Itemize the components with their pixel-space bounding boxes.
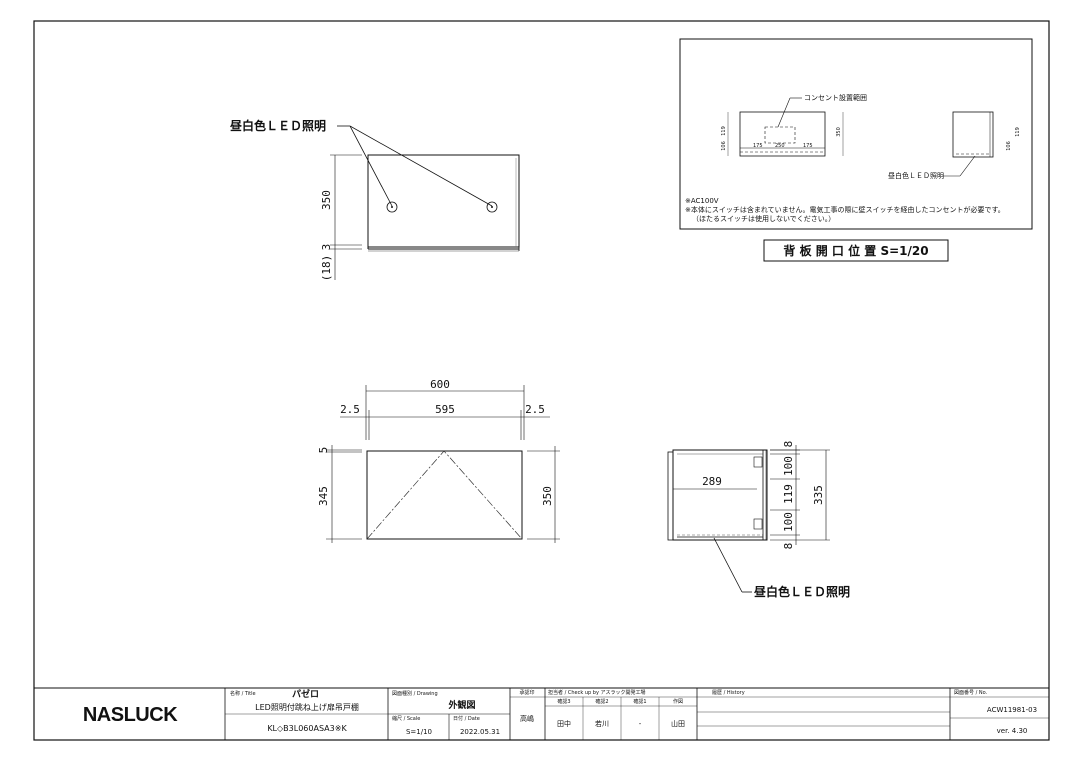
title-product: LED照明付跳ね上げ扉吊戸棚 [255,702,359,712]
elev-dim-left-margin: 2.5 [340,403,360,416]
inset-dim-right: 175 [803,143,813,149]
led-light-icon [386,201,398,213]
leader-line [713,537,743,593]
inset-dim-height-a: 106 [721,141,727,151]
inset-dim-side-a: 106 [1006,141,1012,151]
scale-label: 縮尺 / Scale [392,715,420,722]
date-label: 日付 / Date [453,715,480,722]
side-dim-top: 8 [782,441,795,448]
title-name-label: 名称 / Title [230,690,256,697]
check-label: 担当者 / Check up by アスラック開発工場 [548,689,646,696]
approver-label: 承認印 [519,689,534,696]
drawing-type-label: 図面種別 / Drawing [392,690,438,697]
elev-dim-outer-height: 350 [541,486,554,506]
leader-line [777,97,791,128]
inset-note-2: ※本体にスイッチは含まれていません。電気工事の際に壁スイッチを経由したコンセント… [685,205,1005,214]
inset-frame [679,38,1033,230]
inset-caption-box [763,239,949,262]
inset-outlet-area [764,126,796,144]
cabinet-side [672,449,768,541]
history-label: 履歴 / History [712,690,745,696]
side-led-label: 昼白色ＬＥＤ照明 [753,584,850,599]
inset-dim-center: 250 [775,143,785,149]
front-dim-height: 350 [320,190,333,210]
inset-dim-height-c: 350 [836,127,842,137]
front-view: 昼白色ＬＥＤ照明 350 3 (18) [229,118,520,282]
elev-dim-inner-height: 345 [317,486,330,506]
cabinet-side-back [667,451,674,541]
check-col-3: 確認1 [633,698,646,705]
inset-caption: 背 板 開 口 位 置 S=1/20 [783,243,928,258]
check-val-2: 若川 [595,719,609,728]
leader-line [349,125,393,207]
front-dim-bottom: (18) [320,255,333,282]
elevation-view: 600 2.5 595 2.5 5 345 350 [317,378,560,543]
side-dim-depth: 289 [702,475,722,488]
elev-dim-top: 5 [317,447,330,454]
side-dim-upper: 100 [782,456,795,476]
hinge [753,518,763,530]
elev-dim-total-width: 600 [430,378,450,391]
sheet-border [33,20,1050,741]
inset-outlet-label: コンセント設置範囲 [804,93,867,102]
inset-dim-left: 175 [753,143,763,149]
cabinet-front [367,154,520,248]
side-dim-bottom: 8 [782,543,795,550]
drawing-no: ACW11981-03 [987,706,1037,714]
title-name-value: パゼロ [292,688,319,700]
inset-panel: コンセント設置範囲 175 250 175 106 119 350 106 11… [679,38,1033,230]
front-dim-gap: 3 [320,244,333,251]
check-col-4: 作図 [673,698,683,705]
drawing-type-value: 外観図 [447,699,475,711]
leader-line [349,125,493,207]
title-model: KL◇B3L060ASA3※K [267,724,347,733]
approver-value: 高嶋 [520,714,534,723]
title-block: NASLUCK 名称 / Title パゼロ LED照明付跳ね上げ扉吊戸棚 KL… [33,687,1050,741]
inset-dim-side-b: 119 [1015,127,1021,137]
cabinet-elevation [366,450,523,540]
inset-led-label: 昼白色ＬＥＤ照明 [888,171,944,180]
check-val-3: - [639,720,642,728]
check-val-4: 山田 [671,719,685,728]
inset-dim-height-b: 119 [721,126,727,136]
version: ver. 4.30 [997,727,1028,735]
side-dim-middle: 119 [782,484,795,504]
drawing-no-label: 図面番号 / No. [954,689,988,696]
inset-back-panel [739,111,826,157]
front-led-label: 昼白色ＬＥＤ照明 [229,118,326,133]
hinge [753,456,763,468]
inset-note-1: ※AC100V [685,197,719,205]
check-val-1: 田中 [557,719,571,728]
date-value: 2022.05.31 [460,728,500,736]
led-light-icon [486,201,498,213]
check-col-2: 確認2 [595,698,608,705]
door-opening-line [366,450,523,540]
side-dim-lower: 100 [782,512,795,532]
scale-value: S=1/10 [406,728,432,736]
elev-dim-inner-width: 595 [435,403,455,416]
inset-note-3: （ほたるスイッチは使用しないでください。） [692,214,835,223]
elev-dim-right-margin: 2.5 [525,403,545,416]
check-col-1: 確認3 [557,698,570,705]
inset-side-cabinet [952,111,994,158]
company-logo: NASLUCK [83,704,178,726]
leader-line [959,155,976,177]
side-view: 289 8 100 119 100 8 335 昼白色ＬＥＤ照明 [667,441,850,599]
side-dim-total: 335 [812,485,825,505]
